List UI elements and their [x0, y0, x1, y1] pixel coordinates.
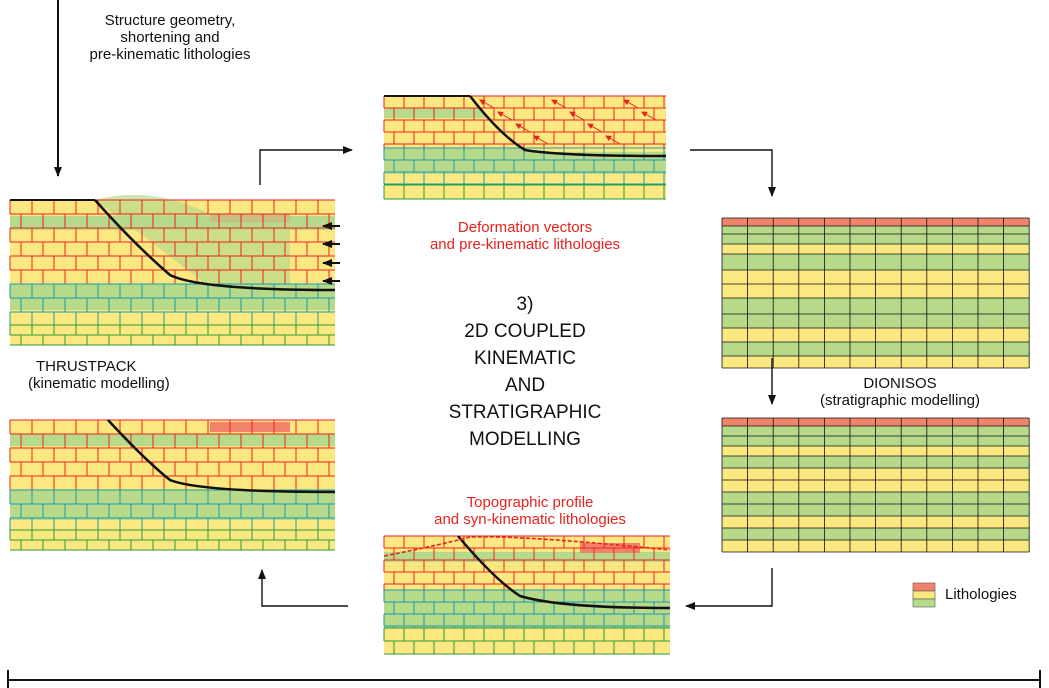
deformation-label-line: Deformation vectors — [457, 219, 593, 236]
center-title-line: 2D COUPLED — [464, 321, 586, 342]
center-title-line: MODELLING — [469, 429, 581, 450]
topographic-label-line: and syn-kinematic lithologies — [434, 511, 626, 528]
input-label-line: shortening and — [120, 29, 220, 46]
dionisos-label: DIONISOS (stratigraphic modelling) — [790, 375, 1010, 409]
thrustpack-label-line: THRUSTPACK — [36, 358, 137, 375]
topographic-label-line: Topographic profile — [466, 494, 594, 511]
dionisos-stratigraphy-section — [721, 417, 1030, 553]
dionisos-label-line: DIONISOS — [863, 375, 937, 392]
input-label-line: pre-kinematic lithologies — [89, 46, 251, 63]
deformation-vectors-section — [383, 95, 667, 200]
flow-arrows — [7, 0, 1041, 688]
input-label: Structure geometry, shortening and pre-k… — [70, 12, 270, 63]
input-label-line: Structure geometry, — [104, 12, 236, 29]
dionisos-label-line: (stratigraphic modelling) — [819, 392, 981, 409]
center-title-line: KINEMATIC — [473, 348, 577, 369]
topographic-profile-section — [383, 535, 671, 655]
dionisos-output-section — [721, 217, 1030, 369]
deformation-label: Deformation vectors and pre-kinematic li… — [395, 219, 655, 253]
deformation-label-line: and pre-kinematic lithologies — [429, 236, 621, 253]
center-title-line: AND — [504, 375, 546, 396]
thrustpack-label-line: (kinematic modelling) — [28, 375, 170, 392]
thrustpack-input-section — [9, 194, 340, 346]
center-title-line: 3) — [516, 294, 534, 315]
legend-swatch — [912, 582, 936, 608]
thrustpack-output-section — [9, 419, 336, 551]
topographic-label: Topographic profile and syn-kinematic li… — [400, 494, 660, 528]
legend-label: Lithologies — [945, 586, 1017, 603]
center-title: 3) 2D COUPLED KINEMATIC AND STRATIGRAPHI… — [425, 291, 625, 453]
center-title-line: STRATIGRAPHIC — [448, 402, 602, 423]
thrustpack-label: THRUSTPACK (kinematic modelling) — [28, 358, 198, 392]
